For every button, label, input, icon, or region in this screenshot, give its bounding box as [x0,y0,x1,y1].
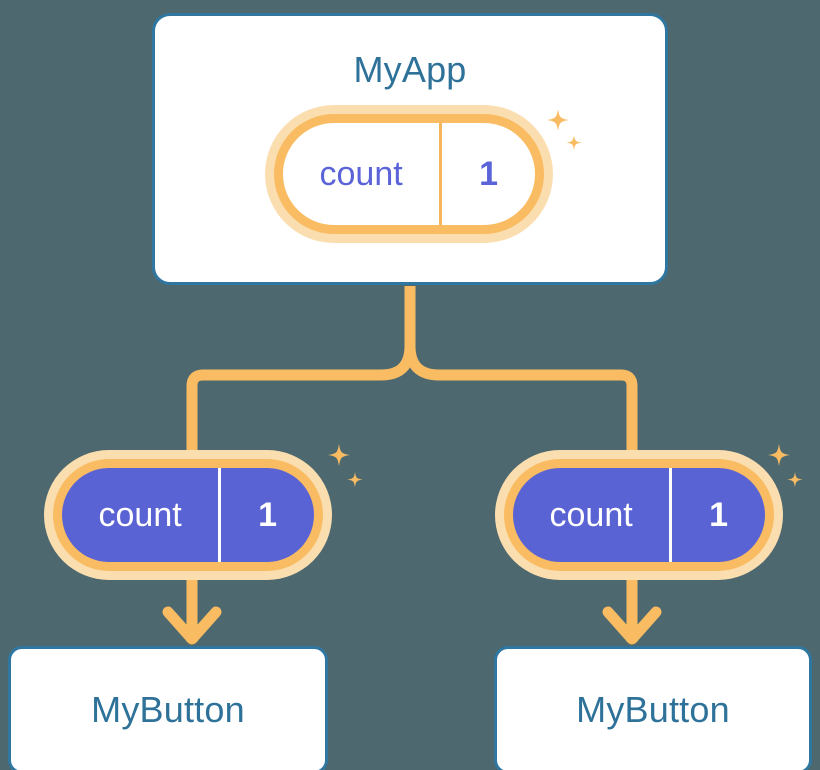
sparkle-four-point-small-icon [347,472,363,488]
state-pill-myapp[interactable]: count 1 [265,105,553,243]
mybutton-card-right[interactable]: MyButton [494,646,812,770]
state-pill-ring: count 1 [274,114,544,234]
sparkle-four-point-icon [768,444,790,466]
mybutton-card-title: MyButton [576,689,730,730]
state-pill-value: 1 [218,468,314,562]
sparkle-four-point-icon [328,444,350,466]
mybutton-card-title: MyButton [91,689,245,730]
state-pill-left[interactable]: count 1 [44,450,332,580]
connector-branch-left [186,345,416,452]
state-pill-value: 1 [669,468,765,562]
state-pill-ring: count 1 [504,459,774,571]
state-pill-body: count 1 [283,123,535,225]
state-pill-key: count [549,496,633,534]
state-pill-ring: count 1 [53,459,323,571]
connector-branch-right [404,345,638,452]
state-pill-key: count [319,155,403,193]
state-pill-key: count [98,496,182,534]
arrow-down-icon-right [602,606,662,645]
sparkle-four-point-small-icon [566,135,582,151]
state-pill-body: count 1 [62,468,314,562]
state-pill-body: count 1 [513,468,765,562]
myapp-card-title: MyApp [353,49,467,90]
state-pill-right[interactable]: count 1 [495,450,783,580]
arrow-down-icon-left [162,606,222,645]
mybutton-card-left[interactable]: MyButton [8,646,328,770]
sparkle-four-point-icon [547,109,569,131]
sparkle-four-point-small-icon [787,472,803,488]
state-pill-value: 1 [439,123,535,225]
